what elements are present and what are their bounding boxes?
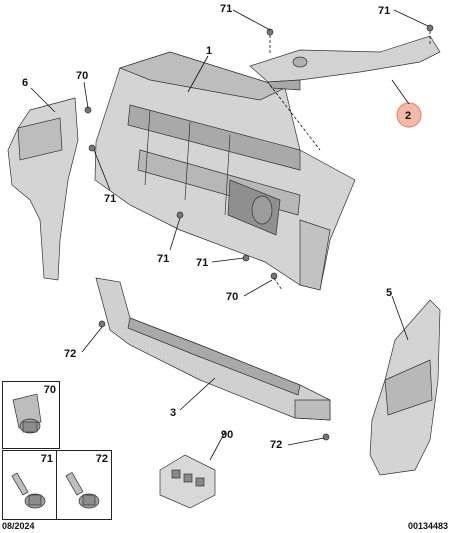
callout-70-top: 70 [76, 70, 88, 82]
callout-71-center: 71 [157, 253, 169, 265]
left-deflector-part-6 [7, 97, 79, 281]
bolt-70-icon [12, 393, 42, 434]
callout-5: 5 [386, 287, 392, 299]
callout-71-center-right: 71 [196, 257, 208, 269]
legend-box-72: 72 [56, 450, 112, 520]
lower-crossmember-part-3 [95, 277, 331, 421]
callout-71-top-center: 71 [220, 3, 232, 15]
right-deflector-part-5 [369, 299, 441, 476]
front-panel-part-1 [94, 51, 356, 291]
legend-box-71: 71 [2, 450, 57, 520]
highlight-circle-part-2 [396, 102, 422, 128]
leader-lines [30, 9, 429, 461]
callout-71-top-right: 71 [378, 5, 390, 17]
callout-6: 6 [22, 77, 28, 89]
bolt-71-icon [11, 472, 46, 509]
footer-reference: 00134483 [407, 521, 448, 531]
legend-box-70: 70 [2, 381, 60, 449]
legend-label-70: 70 [43, 384, 56, 396]
callout-72-left: 72 [64, 348, 76, 360]
bolt-72-icon [65, 471, 100, 509]
upper-bracket-part-2 [249, 35, 441, 91]
callout-70-bottom: 70 [226, 291, 238, 303]
callout-1: 1 [206, 45, 212, 57]
callout-90: 90 [221, 429, 233, 441]
legend-label-71: 71 [40, 453, 53, 465]
callout-71-left: 71 [104, 193, 116, 205]
connector-part-90 [159, 454, 216, 509]
footer-date: 08/2024 [2, 521, 35, 531]
legend-label-72: 72 [95, 453, 108, 465]
callout-72-right: 72 [270, 439, 282, 451]
callout-3: 3 [170, 407, 176, 419]
callout-2: 2 [405, 110, 411, 122]
